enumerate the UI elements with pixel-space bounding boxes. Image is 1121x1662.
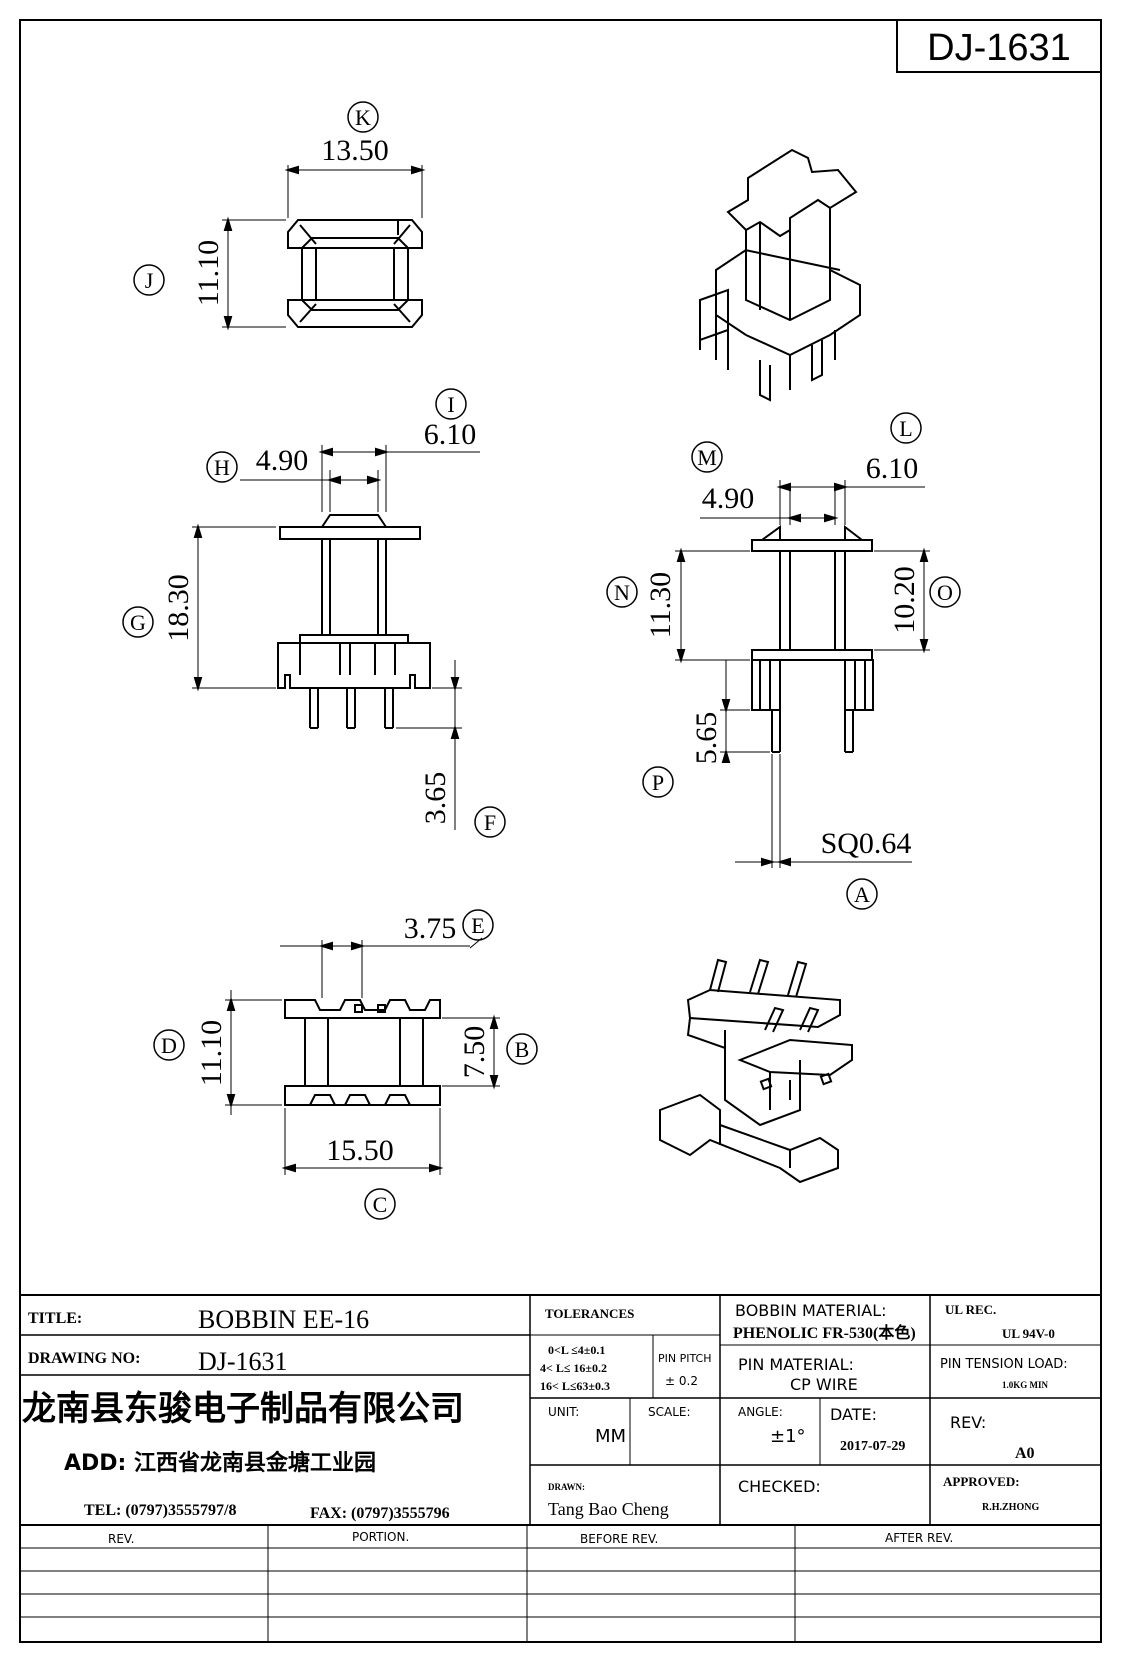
drawn-label: DRAWN:: [548, 1482, 585, 1492]
marker-a: A: [854, 882, 870, 907]
marker-f: F: [484, 810, 496, 835]
tolerances-label: TOLERANCES: [545, 1306, 634, 1321]
rev-table-header-before: BEFORE REV.: [580, 1532, 658, 1546]
sheet-border: [19, 19, 1102, 1643]
dim-o-value: 10.20: [888, 566, 921, 634]
dim-a-value: SQ0.64: [821, 827, 912, 860]
dim-h-value: 4.90: [256, 444, 309, 477]
bobbin-material-label: BOBBIN MATERIAL:: [735, 1301, 887, 1320]
marker-h: H: [214, 455, 230, 480]
dim-k-value: 13.50: [321, 134, 389, 167]
rev-table-header-rev: REV.: [108, 1532, 134, 1546]
tolerance-3: 16< L≤63±0.3: [540, 1379, 610, 1393]
marker-d: D: [161, 1033, 177, 1058]
drawing-no-label: DRAWING NO:: [28, 1350, 140, 1367]
drawing-id-text: DJ-1631: [927, 27, 1071, 69]
side-view: [675, 480, 930, 868]
dim-p-value: 5.65: [690, 712, 723, 765]
title-block-text: TITLE: BOBBIN EE-16 DRAWING NO: DJ-1631 …: [22, 1301, 1068, 1546]
rev-table-header-after: AFTER REV.: [885, 1531, 953, 1545]
date-value: 2017-07-29: [840, 1439, 905, 1454]
drawing-id-box: DJ-1631: [896, 19, 1102, 73]
pin-pitch-label: PIN PITCH: [658, 1352, 712, 1365]
rev-value: A0: [1015, 1445, 1035, 1462]
angle-value: ±1°: [770, 1426, 806, 1447]
date-label: DATE:: [830, 1405, 877, 1424]
dim-i-value: 6.10: [424, 418, 477, 451]
reference-letters: K J I H G F L M N O P A E D B C: [130, 105, 953, 1217]
dim-g-value: 18.30: [162, 574, 195, 642]
title-block: [20, 1294, 1101, 1642]
ul-rec-value: UL 94V-0: [1002, 1326, 1055, 1341]
checked-label: CHECKED:: [738, 1477, 821, 1496]
iso-view-bottom: [659, 958, 853, 1184]
dim-b-value: 7.50: [458, 1026, 491, 1079]
dim-e-value: 3.75: [404, 912, 457, 945]
company-fax: FAX: (0797)3555796: [310, 1505, 450, 1522]
dim-n-value: 11.30: [644, 572, 677, 638]
tolerance-1: 0<L ≤4±0.1: [548, 1343, 605, 1357]
dim-c-value: 15.50: [326, 1134, 394, 1167]
dimension-values: 13.50 11.10 6.10 4.90 18.30 3.65 6.10 4.…: [162, 134, 921, 1167]
front-view: [192, 445, 480, 830]
drawing-no-value: DJ-1631: [198, 1347, 288, 1376]
pin-tension-label: PIN TENSION LOAD:: [940, 1357, 1068, 1372]
drawn-value: Tang Bao Cheng: [548, 1499, 669, 1519]
marker-n: N: [614, 580, 630, 605]
marker-m: M: [697, 445, 717, 470]
pin-material-label: PIN MATERIAL:: [738, 1355, 854, 1374]
scale-label: SCALE:: [648, 1405, 691, 1419]
unit-value: MM: [595, 1426, 626, 1447]
title-label: TITLE:: [28, 1310, 82, 1327]
company-name: 龙南县东骏电子制品有限公司: [22, 1389, 464, 1429]
bobbin-material-value: PHENOLIC FR-530(本色): [733, 1323, 916, 1342]
dim-j-value: 11.10: [192, 240, 225, 306]
marker-p: P: [652, 770, 664, 795]
unit-label: UNIT:: [548, 1405, 579, 1419]
marker-c: C: [373, 1192, 388, 1217]
angle-label: ANGLE:: [738, 1405, 783, 1419]
ul-rec-label: UL REC.: [945, 1302, 996, 1317]
pin-material-value: CP WIRE: [790, 1375, 858, 1394]
rev-table-header-portion: PORTION.: [352, 1530, 409, 1544]
marker-i: I: [447, 392, 454, 417]
marker-l: L: [899, 416, 912, 441]
dim-l-value: 6.10: [866, 452, 919, 485]
company-tel: TEL: (0797)3555797/8: [84, 1502, 236, 1519]
company-address: ADD: 江西省龙南县金塘工业园: [64, 1450, 376, 1476]
pin-pitch-value: ± 0.2: [665, 1374, 698, 1388]
approved-value: R.H.ZHONG: [982, 1502, 1039, 1513]
marker-e: E: [471, 913, 484, 938]
title-value: BOBBIN EE-16: [198, 1305, 369, 1334]
dim-d-value: 11.10: [195, 1020, 228, 1086]
views: [192, 148, 930, 1184]
pin-tension-value: 1.0KG MIN: [1002, 1380, 1048, 1390]
top-view: [222, 165, 426, 331]
marker-g: G: [130, 610, 146, 635]
dim-m-value: 4.90: [702, 482, 755, 515]
approved-label: APPROVED:: [943, 1474, 1020, 1489]
marker-k: K: [355, 105, 371, 130]
dim-f-value: 3.65: [419, 772, 452, 825]
marker-b: B: [515, 1037, 530, 1062]
marker-j: J: [145, 268, 154, 293]
tolerance-2: 4< L≤ 16±0.2: [540, 1361, 607, 1375]
iso-view-top: [699, 148, 861, 402]
rev-label: REV:: [950, 1413, 986, 1432]
marker-o: O: [937, 580, 953, 605]
bottom-view: [225, 940, 500, 1175]
reference-markers: [122, 101, 961, 1220]
